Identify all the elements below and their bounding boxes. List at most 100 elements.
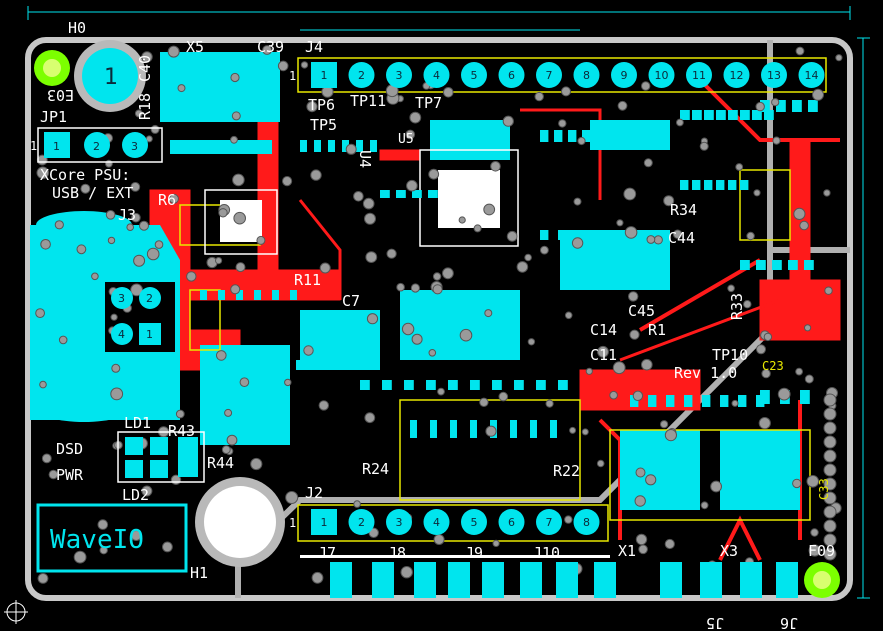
smd-pad — [716, 180, 725, 190]
via — [133, 254, 146, 267]
smd-pad — [800, 390, 810, 404]
via — [230, 284, 241, 295]
via — [577, 136, 586, 146]
smd-pad — [692, 110, 702, 120]
via — [823, 463, 837, 477]
smd-pad — [342, 140, 349, 152]
via — [99, 546, 108, 555]
via — [524, 253, 532, 262]
via — [792, 478, 802, 489]
via — [609, 390, 618, 400]
via — [231, 111, 241, 121]
j4-pad-12 — [723, 62, 750, 88]
via — [808, 544, 821, 557]
smd-pad — [300, 140, 307, 152]
j4-pad-13 — [761, 62, 787, 88]
j4-pin-label: 1 — [321, 69, 328, 82]
via — [80, 183, 91, 194]
via — [401, 322, 415, 336]
smd-pad — [370, 140, 377, 152]
via — [581, 428, 589, 436]
via — [459, 328, 473, 342]
label-waveio: WaveIO — [50, 525, 144, 555]
smd-pad — [470, 420, 477, 438]
j4-pin-label: 7 — [546, 69, 553, 82]
via — [564, 311, 573, 320]
via — [804, 324, 812, 332]
via — [756, 344, 766, 355]
via — [396, 282, 405, 292]
via — [353, 191, 364, 202]
via — [628, 291, 639, 302]
via — [534, 91, 544, 102]
silkscreen: H0 1 E03 JP1 1 R18 C40 X5 C39 J4 1 TP11 … — [30, 19, 835, 631]
j4-pad-3 — [386, 62, 412, 88]
via — [405, 129, 416, 140]
j2-pad-1 — [311, 509, 337, 535]
via — [111, 363, 121, 373]
via — [54, 220, 64, 230]
via — [473, 224, 482, 233]
j4-pin-label: 8 — [583, 69, 590, 82]
label-xcore-1: XCore PSU: — [40, 166, 130, 184]
via — [73, 550, 87, 564]
smd-pad — [254, 290, 261, 300]
via — [823, 519, 837, 533]
smd-pad — [448, 380, 458, 390]
smd-pad — [596, 130, 605, 142]
jp1-pin-2: 2 — [93, 140, 100, 153]
via — [823, 393, 837, 407]
smd-pad — [380, 190, 390, 198]
via — [585, 367, 593, 375]
via — [233, 211, 246, 225]
via — [364, 212, 376, 225]
via — [634, 495, 646, 507]
j4-pin-label: 13 — [767, 69, 781, 82]
via — [224, 408, 233, 417]
via — [810, 528, 819, 537]
label-r18: R18 — [136, 93, 154, 120]
via — [167, 45, 180, 58]
via — [162, 541, 173, 553]
smd-pad — [648, 395, 657, 407]
via — [432, 272, 442, 281]
via — [793, 207, 806, 220]
via — [612, 361, 626, 375]
j2-pin-label: 7 — [546, 516, 553, 529]
via — [777, 387, 791, 401]
via — [823, 421, 837, 435]
smd-pad — [720, 395, 729, 407]
smd-pad — [558, 380, 568, 390]
smd-pad — [218, 290, 225, 300]
via — [215, 257, 223, 265]
label-h1: H1 — [190, 564, 208, 582]
via — [502, 115, 514, 127]
via — [319, 262, 331, 274]
smd-pad — [808, 100, 818, 112]
via — [458, 216, 466, 224]
via — [569, 426, 577, 434]
smd-pad — [680, 180, 689, 190]
via — [48, 469, 59, 480]
smd-pad — [536, 380, 546, 390]
j2-pad-2 — [348, 509, 375, 535]
via — [823, 435, 837, 449]
via — [643, 158, 653, 168]
via — [130, 530, 142, 541]
via — [284, 378, 292, 387]
smd-pad — [530, 420, 537, 438]
via — [110, 387, 124, 401]
smd-pad — [738, 395, 747, 407]
vias — [35, 45, 843, 590]
smd-pad — [728, 180, 737, 190]
j4-pin-label: 5 — [471, 69, 478, 82]
via — [641, 81, 651, 91]
via — [641, 358, 653, 371]
smd-pad — [278, 360, 287, 370]
via — [506, 230, 518, 242]
waveio-logo-box — [36, 503, 188, 573]
via — [141, 485, 153, 497]
via — [635, 533, 648, 546]
via — [616, 219, 624, 227]
